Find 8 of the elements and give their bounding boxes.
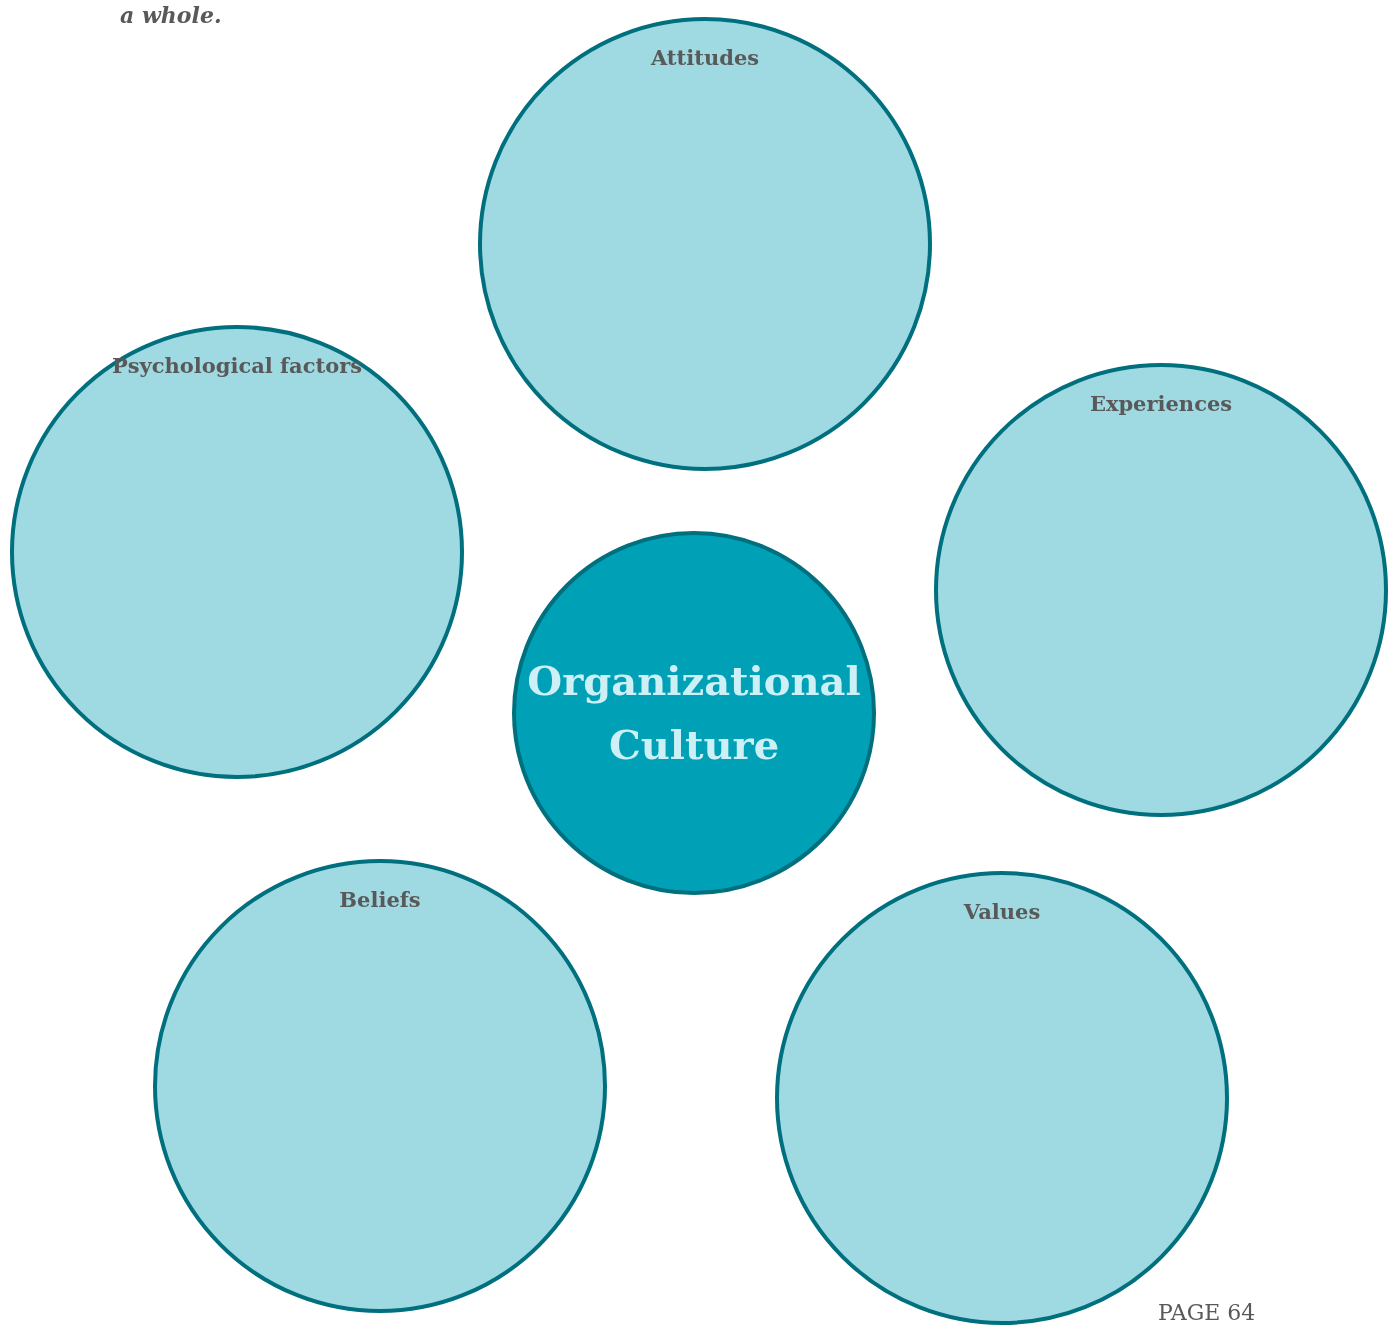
circle-label: Attitudes (650, 45, 760, 70)
body-text-fragment: a whole. (120, 2, 222, 28)
circle-label: Psychological factors (111, 353, 363, 378)
circle-label: Experiences (1089, 391, 1233, 416)
center-title: Organizational Culture (526, 656, 862, 770)
circle-label: Beliefs (339, 887, 421, 912)
page-number: PAGE 64 (1158, 1300, 1256, 1325)
circle-label: Values (963, 899, 1041, 924)
